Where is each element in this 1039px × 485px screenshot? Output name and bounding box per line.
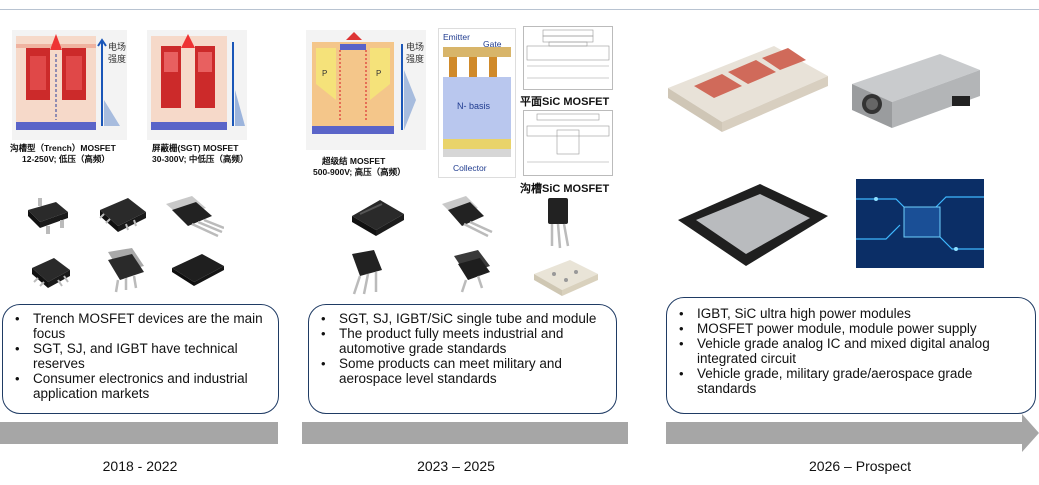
superjunction-mosfet-spec: 500-900V; 高压（高频） xyxy=(313,167,406,177)
trench-sic-mosfet-title: 沟槽SiC MOSFET xyxy=(520,183,610,195)
timeline-arrowhead-icon xyxy=(1022,414,1039,452)
bullet-item: Trench MOSFET devices are the main focus xyxy=(7,311,270,341)
trench-mosfet-title: 沟槽型（Trench）MOSFET xyxy=(10,143,116,153)
bullet-item: Some products can meet military and aero… xyxy=(313,356,608,386)
to220-2-package-icon xyxy=(442,196,493,238)
stage-2023-2025-box: SGT, SJ, IGBT/SiC single tube and module… xyxy=(308,304,617,414)
trench-mosfet-spec: 12-250V; 低压（高频） xyxy=(22,154,110,164)
trench-sic-mosfet-diagram xyxy=(523,110,613,176)
sgt-mosfet-spec: 30-300V; 中低压（高频） xyxy=(152,154,249,164)
svg-text:电场: 电场 xyxy=(108,41,126,52)
to263-package-icon xyxy=(454,250,490,293)
sop8-package-icon xyxy=(99,198,146,232)
bullet-item: The product fully meets industrial and a… xyxy=(313,326,608,356)
svg-text:强度: 强度 xyxy=(406,53,424,64)
dfn-package-icon xyxy=(172,254,224,286)
power-supply-icon xyxy=(852,54,980,128)
circuit-board-image xyxy=(856,179,984,268)
bullet-item: MOSFET power module, module power supply xyxy=(671,321,1027,336)
igbt-module-icon xyxy=(534,260,598,296)
year-label-2023-2025: 2023 – 2025 xyxy=(417,458,495,474)
sgt-mosfet-diagram xyxy=(147,30,247,140)
to252-package-icon xyxy=(108,248,144,293)
svg-text:P: P xyxy=(376,69,381,78)
year-label-2018-2022: 2018 - 2022 xyxy=(102,458,178,474)
bullet-item: Vehicle grade analog IC and mixed digita… xyxy=(671,336,1027,366)
svg-text:电场: 电场 xyxy=(406,41,424,52)
stage-2026-prospect-box: IGBT, SiC ultra high power modules MOSFE… xyxy=(666,297,1036,414)
collector-label: Collector xyxy=(453,163,487,173)
bullet-item: SGT, SJ, and IGBT have technical reserve… xyxy=(7,341,270,371)
bullet-item: Vehicle grade, military grade/aerospace … xyxy=(671,366,1027,396)
sot89-package-icon xyxy=(32,258,70,288)
to247-package-icon xyxy=(352,250,382,295)
ic-chip-icon xyxy=(678,184,828,266)
gate-label: Gate xyxy=(483,39,502,49)
to220f-package-icon xyxy=(548,198,570,249)
stage-2018-2022-box: Trench MOSFET devices are the main focus… xyxy=(2,304,279,414)
n-basis-label: N- basis xyxy=(457,101,491,111)
d2pak-package-icon xyxy=(352,200,404,236)
bullet-item: SGT, SJ, IGBT/SiC single tube and module xyxy=(313,311,608,326)
timeline-segment-2 xyxy=(302,422,628,444)
emitter-label: Emitter xyxy=(443,32,470,42)
power-module-icon xyxy=(668,46,828,132)
planar-sic-mosfet-title: 平面SiC MOSFET xyxy=(520,96,610,108)
sot23-package-icon xyxy=(28,198,68,234)
trench-mosfet-diagram: 电场 强度 xyxy=(12,30,127,140)
superjunction-mosfet-diagram: P P 电场 强度 xyxy=(306,30,426,150)
svg-text:强度: 强度 xyxy=(108,53,126,64)
planar-sic-mosfet-diagram xyxy=(523,26,613,90)
to220-package-icon xyxy=(166,196,224,238)
year-label-2026-prospect: 2026 – Prospect xyxy=(809,458,911,474)
bullet-item: IGBT, SiC ultra high power modules xyxy=(671,306,1027,321)
timeline-segment-1 xyxy=(0,422,278,444)
timeline-segment-3 xyxy=(666,422,1024,444)
bullet-item: Consumer electronics and industrial appl… xyxy=(7,371,270,401)
top-divider xyxy=(0,9,1039,10)
svg-text:P: P xyxy=(322,69,327,78)
superjunction-mosfet-title: 超级结 MOSFET xyxy=(322,156,386,166)
igbt-structure-diagram: Emitter Gate N- basis Collector xyxy=(438,28,516,178)
sgt-mosfet-title: 屏蔽栅(SGT) MOSFET xyxy=(152,143,239,153)
